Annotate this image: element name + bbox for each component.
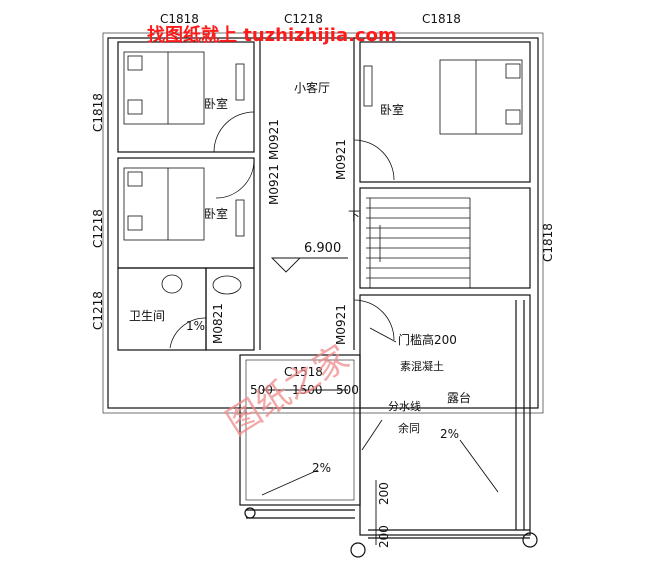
bedroom-upper-left-walls (117, 41, 255, 153)
railing-post (350, 542, 366, 558)
dimension-vertical-lower: 200 (377, 525, 391, 548)
door-label-bedroom-right: M0921 (334, 139, 348, 180)
door-label-bedroom-ul-a: M0921 (267, 119, 281, 160)
window-label-top-mid: C1218 (284, 12, 323, 26)
room-bedroom-upper-left: 卧室 (204, 96, 228, 111)
room-bedroom-lower-left: 卧室 (204, 206, 228, 221)
stair-walls (359, 187, 531, 289)
bedroom-lower-left-walls (117, 157, 255, 269)
slope-balcony-label: 2% (312, 461, 331, 475)
outer-wall (107, 37, 539, 409)
door-label-bedroom-ul-b: M0921 (267, 164, 281, 205)
room-terrace: 露台 (447, 390, 471, 405)
window-label-left-upper: C1818 (91, 93, 105, 132)
markers (261, 257, 499, 545)
bedroom-right-walls (359, 41, 531, 183)
toilet (161, 274, 183, 294)
railing-post (244, 507, 256, 519)
slope-arrow-balcony (261, 469, 319, 496)
dimension-middle: 1500 (292, 383, 323, 397)
slope-arrow-terrace (459, 439, 499, 493)
room-bathroom: 卫生间 (129, 309, 165, 323)
walls (102, 32, 544, 558)
water-line-note: 分水线 (388, 399, 421, 413)
room-living: 小客厅 (294, 80, 330, 95)
window-label-balcony: C1518 (284, 365, 323, 379)
window-label-top-left: C1818 (160, 12, 199, 26)
dimension-left: 500 (250, 383, 273, 397)
dimension-right: 500 (336, 383, 359, 397)
concrete-note: 素混凝土 (400, 359, 444, 373)
wash-area-walls (205, 267, 255, 351)
window-label-top-right: C1818 (422, 12, 461, 26)
window-label-left-lower: C1218 (91, 291, 105, 330)
room-bedroom-right: 卧室 (380, 102, 404, 117)
balcony-walls (239, 354, 361, 506)
bed-lower-left (123, 167, 205, 241)
water-line-note-2: 余同 (398, 421, 420, 435)
door-label-terrace: M0921 (334, 304, 348, 345)
level-elevation: 6.900 (304, 241, 341, 256)
slope-terrace-label: 2% (440, 427, 459, 441)
outer-wall-inner (102, 32, 544, 414)
bed-right (439, 59, 523, 135)
door-label-bathroom: M0821 (211, 303, 225, 344)
furniture (123, 51, 523, 295)
window-label-right: C1818 (541, 223, 555, 262)
threshold-note: 门槛高200 (398, 332, 457, 347)
door-swings (169, 111, 395, 349)
railing-post (522, 532, 538, 548)
dimension-vertical-upper: 200 (377, 482, 391, 505)
stair-down-label: 下 (348, 209, 360, 223)
watermark-top: 找图纸就上 tuzhizhijia.com (147, 24, 397, 46)
washbasin (212, 275, 242, 295)
bed-upper-left (123, 51, 205, 125)
window-label-left-mid: C1218 (91, 209, 105, 248)
stair-treads (366, 197, 471, 288)
bath-slope: 1% (186, 319, 205, 333)
